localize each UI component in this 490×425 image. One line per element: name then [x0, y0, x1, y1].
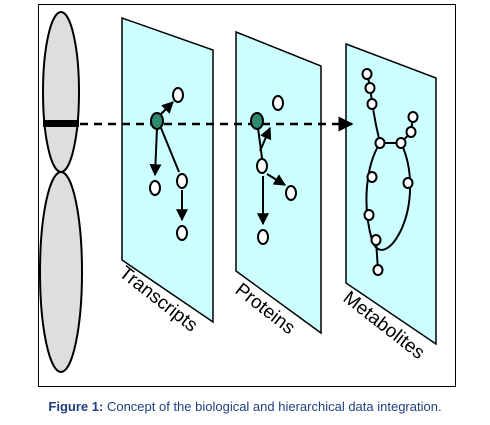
chromosome-band [43, 120, 79, 127]
metabolites-node [407, 111, 419, 123]
metabolites-node [372, 264, 384, 276]
metabolites-node [366, 171, 378, 183]
metabolites-network [361, 68, 419, 276]
figure-caption: Figure 1: Concept of the biological and … [0, 399, 490, 414]
metabolites-node [405, 126, 417, 138]
metabolites-node [361, 68, 373, 80]
proteins-node-highlight [250, 112, 264, 130]
transcripts-panel [121, 16, 214, 324]
transcripts-node [172, 87, 184, 103]
proteins-network [250, 95, 297, 245]
chromosome-upper-arm [42, 11, 80, 173]
figure-caption-text: Concept of the biological and hierarchic… [106, 399, 442, 414]
metabolites-node [370, 234, 382, 246]
transcripts-network [149, 87, 188, 241]
metabolites-node [374, 137, 386, 149]
proteins-node [256, 158, 268, 174]
transcripts-edge [159, 101, 174, 116]
proteins-edge [266, 173, 287, 186]
transcripts-node [149, 180, 161, 196]
proteins-node [257, 229, 269, 245]
transcripts-node-highlight [150, 112, 164, 130]
transcripts-edge [160, 127, 180, 173]
metabolites-node [402, 177, 414, 189]
proteins-node [272, 95, 284, 111]
proteins-edge [257, 127, 263, 159]
transcripts-edge [149, 127, 162, 177]
metabolites-node [395, 137, 407, 149]
figure-caption-label: Figure 1: [48, 399, 104, 414]
proteins-node [285, 185, 297, 201]
metabolites-node [364, 82, 376, 94]
metabolites-node [366, 98, 378, 110]
transcripts-node [176, 225, 188, 241]
diagram: Transcripts Proteins Metabolites [39, 11, 437, 373]
proteins-edge [259, 126, 272, 152]
transcripts-node [176, 173, 188, 189]
metabolites-node [363, 209, 375, 221]
chromosome [39, 11, 83, 373]
chromosome-lower-arm [39, 171, 83, 373]
